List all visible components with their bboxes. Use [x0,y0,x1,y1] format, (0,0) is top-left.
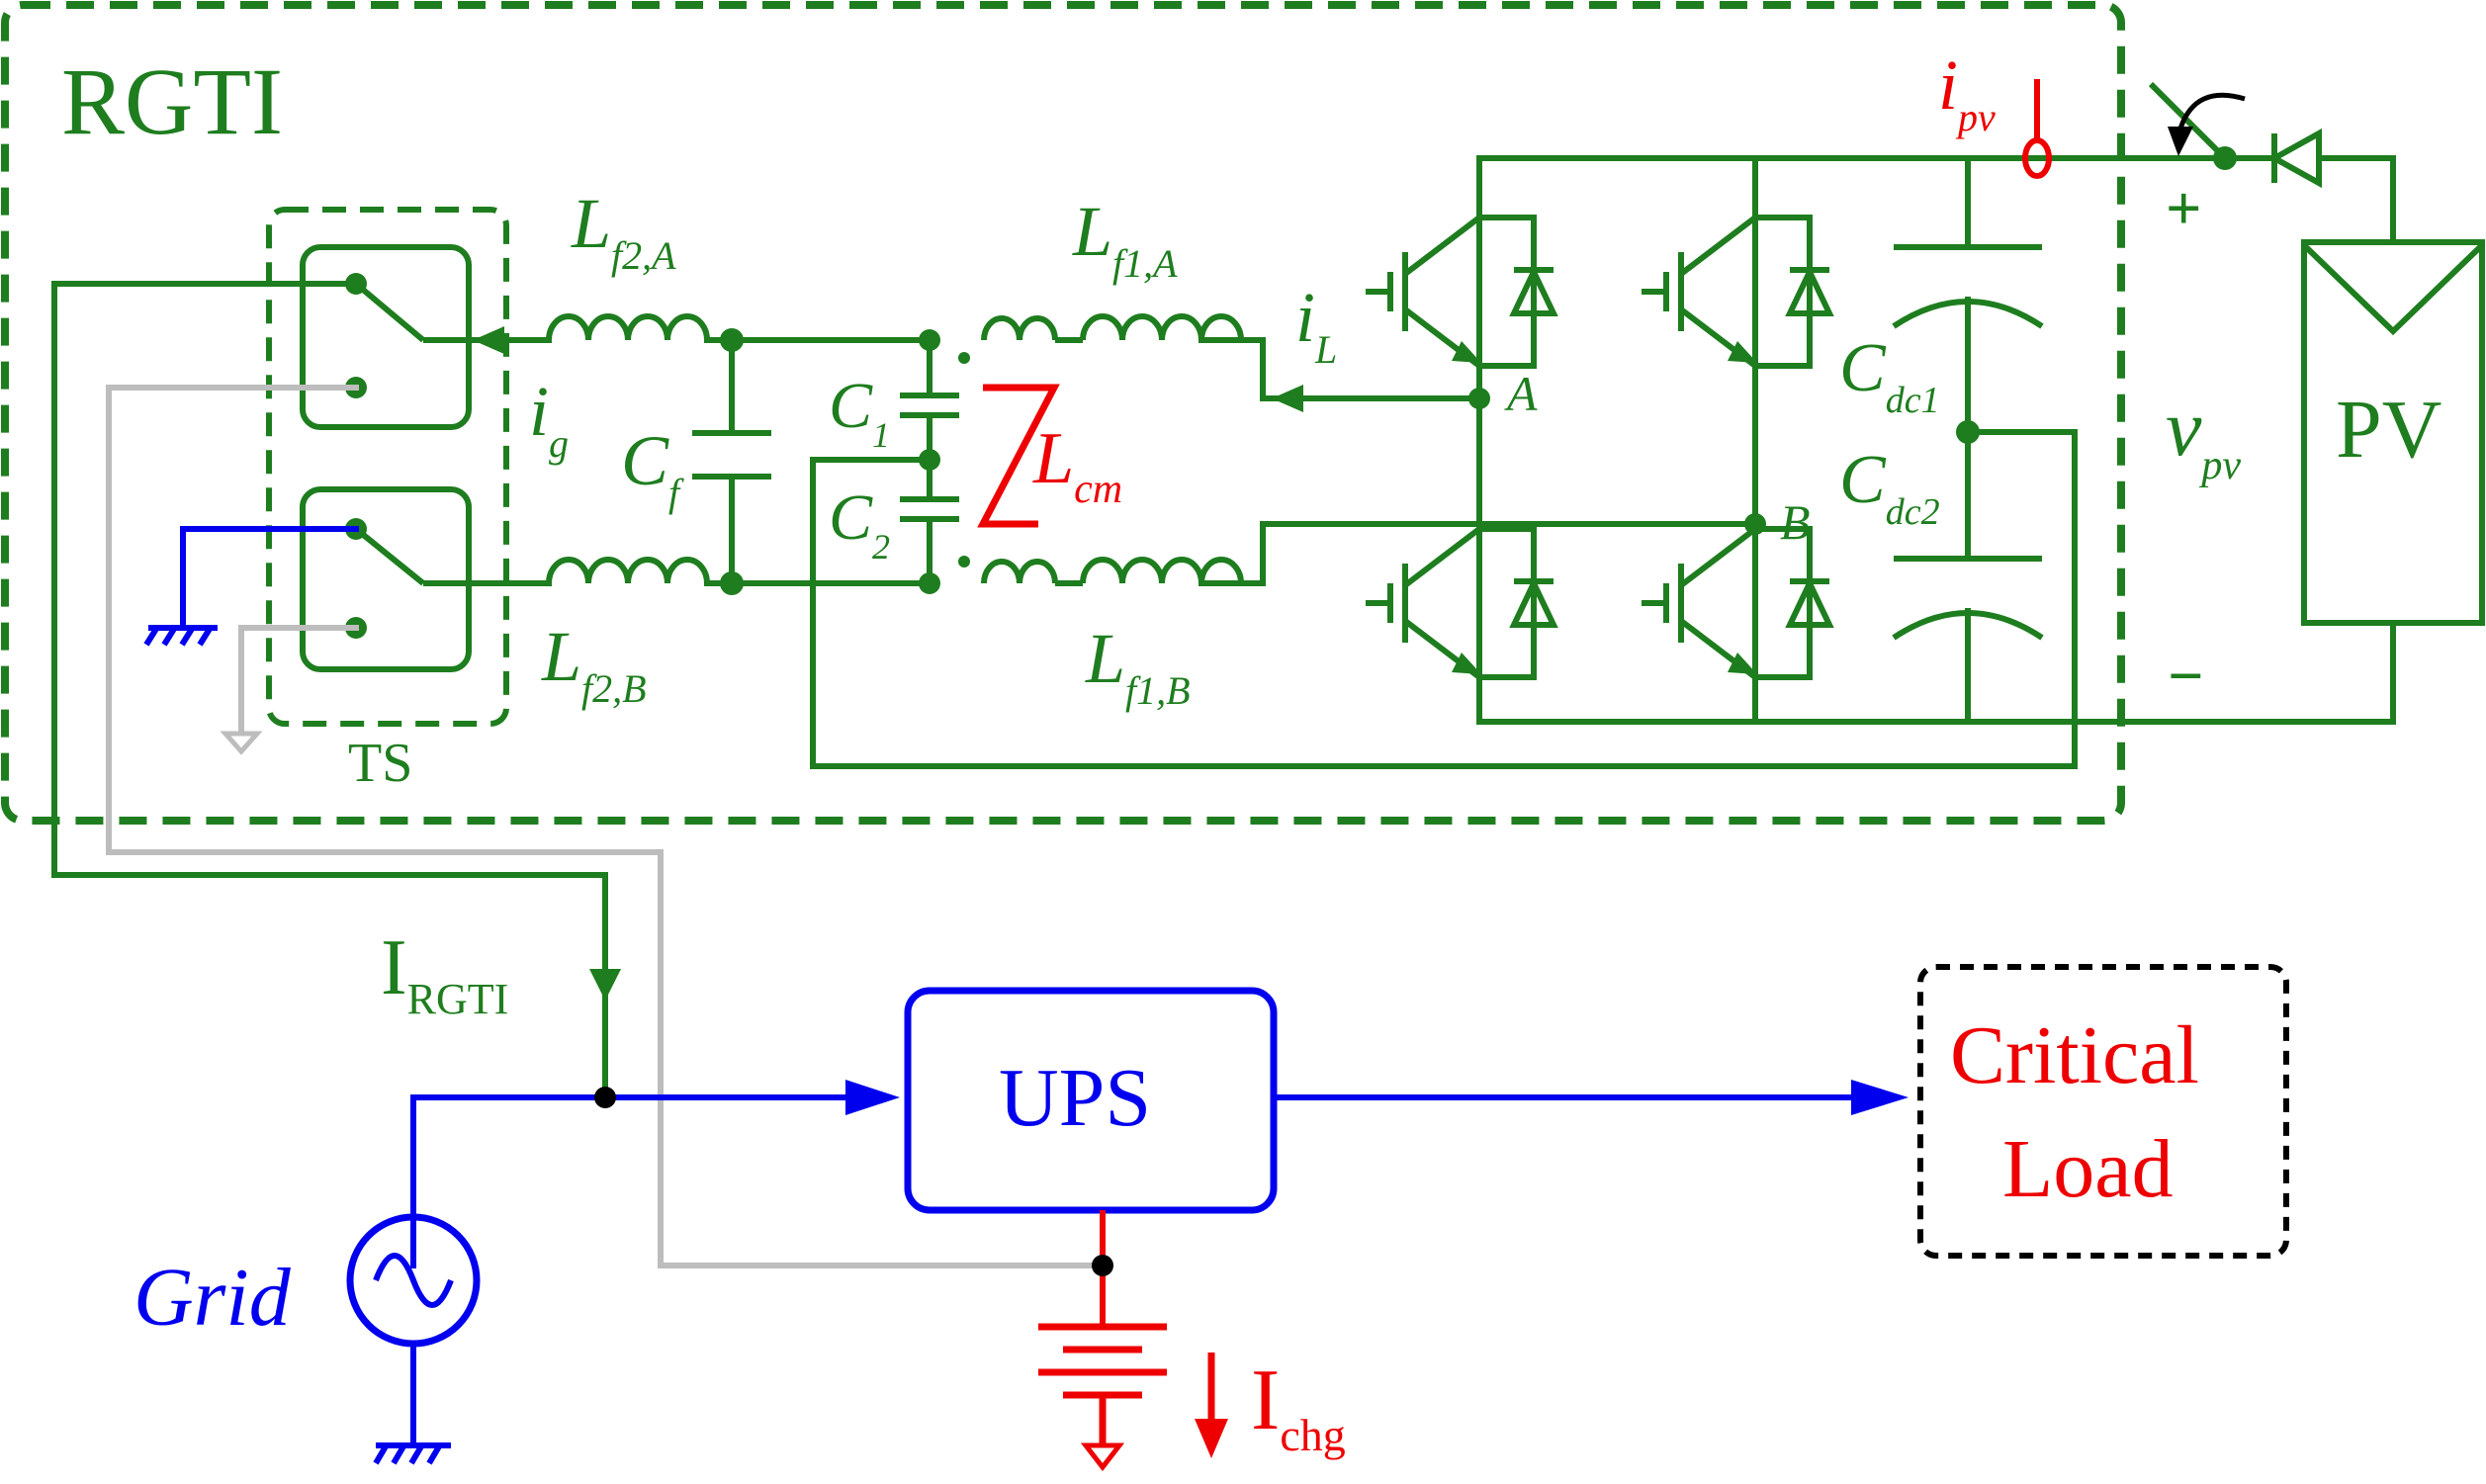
il-arrow [1272,385,1303,412]
lcm-label: Lcm [1032,418,1122,512]
midpoint-return-wire [810,429,2078,769]
grid-junction-dot [594,1087,616,1108]
node-b-label: B [1780,494,1811,550]
gray-ground-arrow [220,731,263,755]
cf-label: Cf [621,421,684,515]
i-chg-label: Ichg [1251,1353,1346,1460]
rgti-output-wire [51,281,608,1100]
node-b-dot [1744,513,1766,535]
igbt-s4 [1642,526,1834,680]
dc-negative-rail [1476,620,2396,725]
diode-to-pv-wire [2316,155,2396,245]
transfer-switch-upper [300,244,472,430]
critical-load-line1: Critical [1950,1009,2199,1101]
battery-ground-icon [1080,1442,1125,1472]
ipv-label: ipv [1938,45,1996,139]
i-chg-arrow [1195,1353,1228,1458]
transfer-switch-lower [300,486,472,672]
cf-capacitor [692,340,771,583]
grid-source-icon [346,1213,481,1348]
cf-node-bottom [720,571,744,595]
ts-ground-wire [180,526,359,629]
switch-arc-arrowhead [2168,127,2193,156]
lf1b-inductor [1080,557,1244,584]
igbt-s3 [1366,526,1558,680]
rgti-title: RGTI [61,48,283,154]
c2-node-bottom [919,572,940,594]
battery-junction-dot [1092,1255,1113,1276]
ups-label: UPS [999,1052,1151,1144]
cdc2-capacitor [1892,556,2044,722]
lf2a-label: Lf2,A [571,184,676,278]
pv-diode [2267,128,2322,189]
cdc2-label: Cdc2 [1839,442,1940,533]
ig-label: ig [529,372,569,466]
ipv-sensor-icon [2022,79,2052,179]
pv-label: PV [2336,384,2442,476]
critical-load-line2: Load [2002,1123,2174,1215]
coupling-dot-b [958,556,970,567]
c1-label: C1 [829,370,890,455]
lf1a-to-node-a [1199,337,1482,401]
igbt-s1 [1366,215,1558,369]
node-a-dot [1468,388,1490,409]
lcm-symbol [977,384,1060,528]
vpv-label: vpv [2166,383,2241,488]
ups-input-arrow [845,1080,900,1115]
igbt-s2 [1642,215,1834,369]
ts-boundary [266,207,509,727]
lf2b-inductor [546,557,710,584]
dc-mid-node [1956,420,1980,444]
lf2b-label: Lf2,B [541,617,647,711]
lf1a-label: Lf1,A [1072,192,1178,286]
cf-node-top [720,328,744,352]
battery-icon [1038,1323,1167,1443]
i-rgti-arrow [589,969,621,1001]
rgti-boundary [1,1,2125,825]
cdc1-label: Cdc1 [1839,330,1940,421]
ts-label: TS [348,733,412,794]
node-a-label: A [1504,366,1538,421]
grid-ground-icon [373,1442,451,1465]
pv-plus-label: + [2166,173,2201,243]
grid-to-ups-wire [410,1094,863,1268]
lf1a-inductor [1080,313,1244,341]
grid-label: Grid [133,1252,292,1344]
c2-label: C2 [829,481,890,567]
pv-minus-label: − [2168,641,2203,711]
ts-to-battery-wire [106,385,1106,1268]
cdc1-capacitor [1892,158,2044,559]
ts-ground-icon [143,625,218,647]
lf1b-to-node-b [1199,521,1758,586]
lf2a-inductor [546,313,710,341]
critical-load-box [1917,964,2289,1259]
lcm-winding-a [981,315,1058,341]
gray-ground-stub [238,625,359,733]
coupling-dot-a [958,352,970,364]
lcm-winding-b [981,559,1058,584]
pv-panel-icon [2301,239,2485,626]
lf1b-label: Lf1,B [1085,619,1191,713]
switch-arc-arrow [2177,92,2246,130]
ig-arrow [473,326,504,354]
il-label: iL [1295,278,1337,372]
pv-disconnect-switch [2148,81,2228,161]
i-rgti-label: IRGTI [381,924,508,1023]
load-input-arrow [1851,1080,1909,1115]
c1-node-top [919,329,940,351]
